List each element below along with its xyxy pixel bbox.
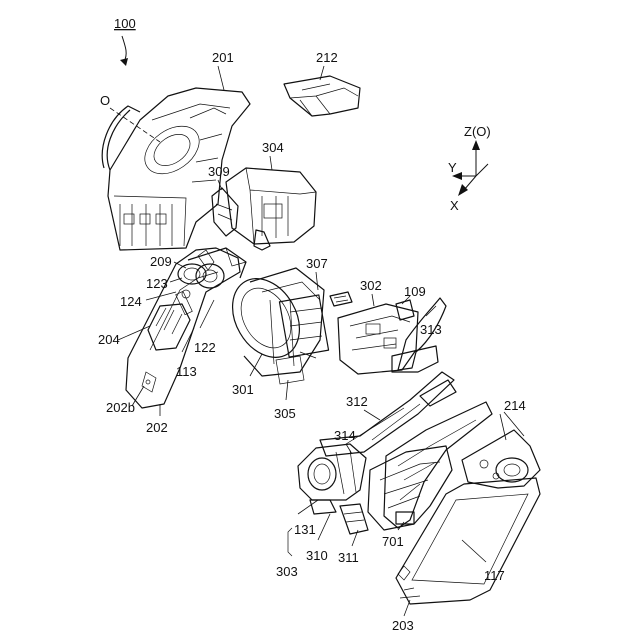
label-204: 204 (98, 332, 120, 347)
label-109: 109 (404, 284, 426, 299)
part-304: 304 (226, 140, 316, 250)
label-304: 304 (262, 140, 284, 155)
label-117: 117 (484, 568, 505, 583)
label-305: 305 (274, 406, 296, 421)
label-314: 314 (334, 428, 356, 443)
label-311: 311 (338, 550, 359, 565)
axis-y-label: Y (448, 160, 457, 175)
label-302: 302 (360, 278, 382, 293)
middle-board: 701 (368, 446, 452, 549)
rear-cover-203: 203 117 (392, 478, 540, 633)
axis-z-label: Z(O) (464, 124, 491, 139)
label-reference: 100 (114, 16, 136, 31)
label-122: 122 (194, 340, 216, 355)
part-309: 309 (208, 164, 238, 236)
evf-unit: 314 131 310 303 311 (276, 428, 368, 579)
label-312: 312 (346, 394, 368, 409)
label-131: 131 (294, 522, 316, 537)
reference-100: 100 (114, 16, 136, 66)
label-202b: 202b (106, 400, 135, 415)
label-313: 313 (420, 322, 442, 337)
label-optical-axis: O (100, 93, 110, 108)
label-201: 201 (212, 50, 234, 65)
front-cover-201: 201 (102, 50, 250, 250)
label-209: 209 (150, 254, 172, 269)
label-701: 701 (382, 534, 404, 549)
label-203: 203 (392, 618, 414, 633)
label-307: 307 (306, 256, 328, 271)
label-123: 123 (146, 276, 168, 291)
label-212: 212 (316, 50, 338, 65)
lens-barrel-301: 301 305 307 (219, 256, 329, 421)
coordinate-axes: Z(O) Y X (448, 124, 491, 213)
board-302: 302 109 313 (338, 278, 446, 374)
back-frame-214: 214 (384, 398, 540, 528)
label-124: 124 (120, 294, 142, 309)
label-303: 303 (276, 564, 298, 579)
label-301: 301 (232, 382, 254, 397)
flex-strip (330, 292, 352, 306)
optical-axis: O (100, 93, 160, 142)
top-cover-202: 204 202b 202 (98, 248, 240, 435)
flex-312: 312 (320, 372, 456, 456)
label-309: 309 (208, 164, 230, 179)
label-214: 214 (504, 398, 526, 413)
label-202: 202 (146, 420, 168, 435)
label-113: 113 (176, 364, 197, 379)
label-310: 310 (306, 548, 328, 563)
axis-x-label: X (450, 198, 459, 213)
part-212: 212 (284, 50, 360, 116)
